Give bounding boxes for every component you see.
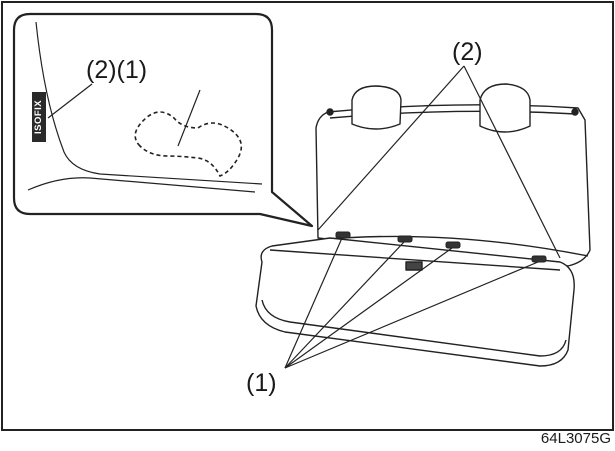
anchor-point <box>531 255 547 263</box>
headrest-left <box>351 85 402 130</box>
inset-leader-2 <box>47 83 93 119</box>
backrest-knob-left <box>326 108 334 116</box>
figure-code: 64L3075G <box>540 430 611 447</box>
anchor-point <box>335 231 351 239</box>
backrest-outline <box>315 104 591 267</box>
top-callout-label: (2) <box>452 38 483 66</box>
backrest-seam <box>317 235 589 257</box>
cushion-inner-edge <box>261 299 567 357</box>
cushion-outline <box>255 237 575 367</box>
seat-buckle <box>405 261 423 271</box>
anchor-point <box>445 241 461 249</box>
leader-line <box>284 247 453 369</box>
inset-seat-edge <box>35 21 263 185</box>
leader-lines-2 <box>317 65 561 259</box>
leader-line <box>463 65 561 259</box>
backrest-knob-right <box>571 108 579 116</box>
seat-cushion <box>255 237 575 367</box>
leader-line <box>284 237 343 369</box>
cushion-top-crease <box>269 249 561 271</box>
headrest-right <box>479 83 531 133</box>
leader-lines-1 <box>284 237 539 369</box>
inset-callout-label: (2)(1) <box>86 56 148 84</box>
inset-outline <box>12 12 314 228</box>
leader-line <box>317 65 465 231</box>
anchor-point <box>397 235 413 243</box>
bottom-callout-label: (1) <box>246 369 277 397</box>
inset-seat-crease <box>27 177 256 193</box>
isofix-tag: ISOFIX <box>32 92 46 142</box>
anchor-points <box>335 231 547 263</box>
inset-bubble <box>12 12 314 228</box>
seat-backrest <box>315 83 591 267</box>
leader-line <box>284 241 405 369</box>
inset-leader-1 <box>177 89 201 147</box>
leader-line <box>284 261 539 369</box>
inset-anchor-dashed <box>134 111 243 178</box>
